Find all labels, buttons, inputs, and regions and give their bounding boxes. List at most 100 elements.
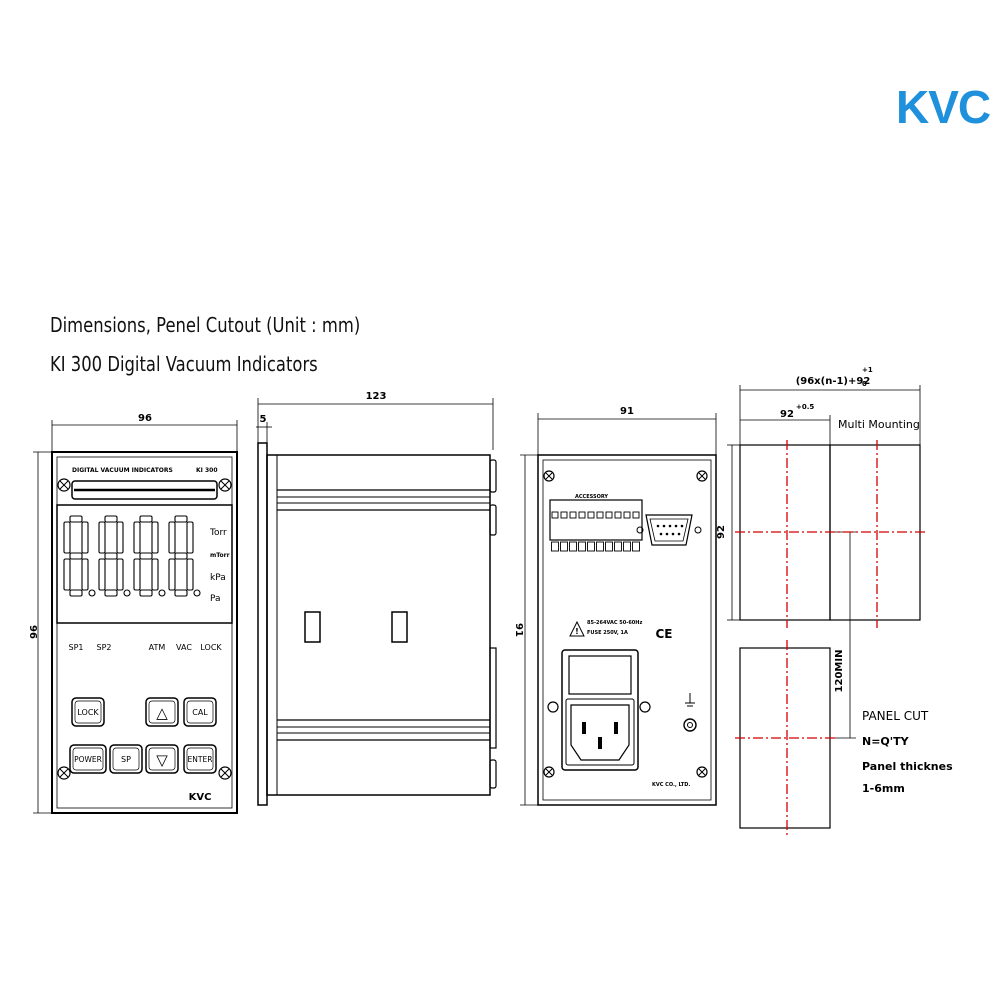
- up-button[interactable]: △: [145, 697, 179, 727]
- segment: [116, 521, 124, 554]
- segment: [69, 515, 83, 523]
- ground-icon: [683, 693, 697, 732]
- terminal-number: [596, 541, 604, 552]
- segment: [139, 589, 153, 597]
- segment: [186, 558, 194, 591]
- enter-button[interactable]: ENTER: [183, 744, 217, 774]
- terminal-number: [569, 541, 577, 552]
- terminal-number: [578, 541, 586, 552]
- rear-view: 91 91 ACCESSORY ! 85-264VAC 50-60Hz: [513, 406, 717, 806]
- power-button[interactable]: POWER: [69, 744, 107, 774]
- segment: [133, 521, 141, 554]
- thickness-range-note: 1-6mm: [862, 782, 905, 795]
- cut-height-dim: 92: [716, 525, 727, 539]
- panel-cut-label: PANEL CUT: [862, 709, 929, 723]
- terminal-number: [632, 541, 640, 552]
- sp-button[interactable]: SP: [109, 744, 143, 774]
- fuse-spec-label: FUSE 250V, 1A: [587, 630, 628, 636]
- terminal-number: [623, 541, 631, 552]
- terminal-housing: [549, 499, 643, 541]
- accessory-label: ACCESSORY: [575, 494, 608, 500]
- segment: [104, 515, 118, 523]
- screw-icon: [543, 470, 555, 482]
- segment: [116, 558, 124, 591]
- front-width-dim: 96: [138, 413, 152, 424]
- terminal-screw-icon: [569, 511, 577, 519]
- indicator-atm: ATM: [149, 643, 166, 652]
- screw-icon: [57, 478, 71, 492]
- front-model: KI 300: [196, 467, 218, 474]
- unit-kpa: kPa: [210, 573, 226, 583]
- indicator-sp1: SP1: [69, 643, 84, 652]
- segment: [151, 521, 159, 554]
- terminal-screw-icon: [587, 511, 595, 519]
- terminal-screw-icon: [632, 511, 640, 519]
- segment: [81, 558, 89, 591]
- screw-icon: [696, 470, 708, 482]
- terminal-number: [551, 541, 559, 552]
- segment: [104, 552, 118, 560]
- side-flange-dim: 5: [260, 414, 267, 425]
- indicator-vac: VAC: [176, 643, 192, 652]
- segment: [98, 558, 106, 591]
- down-button[interactable]: ▽: [145, 744, 179, 774]
- terminal-screw-icon: [605, 511, 613, 519]
- unit-pa: Pa: [210, 594, 221, 604]
- front-view: 96 96 DIGITAL VACUUM INDICATORS KI 300 T…: [27, 413, 238, 814]
- ce-mark-icon: CE: [655, 627, 672, 641]
- front-height-dim: 96: [27, 625, 38, 639]
- terminal-number: [614, 541, 622, 552]
- segment: [174, 515, 188, 523]
- side-length-dim: 123: [366, 391, 387, 402]
- decimal-point: [193, 589, 201, 597]
- db9-connector-icon: [636, 514, 702, 546]
- terminal-screw-icon: [596, 511, 604, 519]
- svg-text:CAL: CAL: [192, 708, 208, 717]
- screw-icon: [543, 766, 555, 778]
- segment: [69, 589, 83, 597]
- segment: [139, 552, 153, 560]
- segment: [63, 558, 71, 591]
- cut-spacing-dim: 120MIN: [834, 650, 845, 693]
- kvc-logo: KVC: [896, 81, 991, 133]
- front-brand-logo: KVC: [189, 792, 212, 803]
- terminal-block: [549, 499, 643, 552]
- decimal-point: [158, 589, 166, 597]
- terminal-number: [605, 541, 613, 552]
- cal-button[interactable]: CAL: [183, 697, 217, 727]
- screw-icon: [696, 766, 708, 778]
- segment: [81, 521, 89, 554]
- power-inlet-icon: [547, 649, 651, 771]
- panel-cutout: (96x(n-1)+92 +1 0 92 +0.5 Multi Mounting…: [716, 366, 953, 838]
- arrow-down-icon: ▽: [156, 751, 168, 769]
- terminal-screw-icon: [614, 511, 622, 519]
- multi-mount-dim: (96x(n-1)+92: [796, 376, 871, 387]
- screw-icon: [218, 766, 232, 780]
- arrow-up-icon: △: [156, 704, 168, 722]
- segment: [151, 558, 159, 591]
- segment: [174, 552, 188, 560]
- seven-segment-display: [63, 515, 201, 597]
- terminal-screw-icon: [551, 511, 559, 519]
- multi-mount-tol-lower: 0: [862, 380, 867, 388]
- segment: [69, 552, 83, 560]
- qty-note: N=Q'TY: [862, 735, 910, 748]
- segment: [186, 521, 194, 554]
- digit-2: [98, 515, 131, 597]
- segment: [63, 521, 71, 554]
- screw-icon: [218, 478, 232, 492]
- single-cut-tol: +0.5: [796, 403, 814, 411]
- rear-width-dim: 91: [620, 406, 634, 417]
- heading-dimensions: Dimensions, Penel Cutout (Unit : mm): [50, 313, 361, 337]
- digit-3: [133, 515, 166, 597]
- decimal-point: [88, 589, 96, 597]
- terminal-screw-icon: [560, 511, 568, 519]
- svg-text:POWER: POWER: [74, 755, 102, 764]
- lock-button[interactable]: LOCK: [71, 697, 105, 727]
- front-title-strip: DIGITAL VACUUM INDICATORS: [72, 467, 173, 474]
- side-view: 123 5: [256, 391, 497, 806]
- svg-text:ENTER: ENTER: [188, 755, 213, 764]
- power-spec-label: 85-264VAC 50-60Hz: [587, 620, 642, 626]
- segment: [168, 521, 176, 554]
